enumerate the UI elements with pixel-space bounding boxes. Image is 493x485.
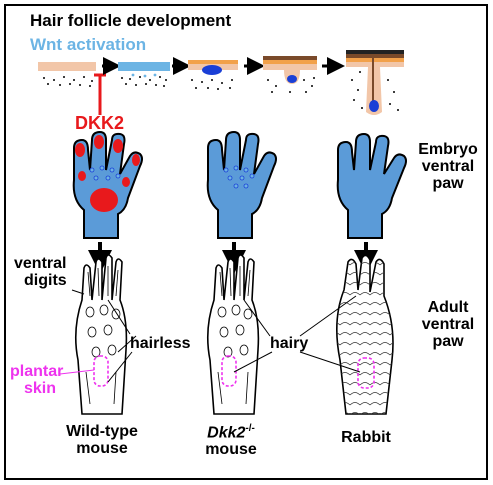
embryo-label-line3: paw [432,174,464,192]
wildtype-line2: mouse [76,439,128,457]
embryo-paw-wildtype [72,130,143,239]
adult-label-line1: Adult [427,299,469,316]
adult-paw-dkk2-knockout [206,254,273,415]
adult-paw-rabbit [299,254,394,415]
dkk2-line2: mouse [205,441,257,459]
wildtype-line1: Wild-type [66,423,138,440]
column-label-dkk2-knockout: Dkk2-/- mouse [176,423,286,459]
dkk2-gene-name: Dkk2 [207,424,246,442]
dkk2-label: DKK2 [75,113,125,133]
stage-4-germ [263,56,317,93]
stage-1-skin [38,62,96,87]
figure-title: Hair follicle development [30,11,232,30]
adult-ventral-paw-label: Adult ventral paw [410,299,486,350]
hairless-label: hairless [130,335,191,352]
stage-5-follicle [346,50,404,115]
wnt-activation-label: Wnt activation [30,35,147,54]
plantar-pointer [59,369,95,375]
adult-label-line2: ventral [421,315,475,333]
ventral-digits-line1: ventral [14,255,67,272]
stage-3-placode [188,60,238,90]
figure-frame [4,4,488,480]
column-label-wildtype: Wild-type mouse [40,423,164,458]
dkk2-superscript: -/- [245,423,255,434]
embryo-paw-rabbit [336,132,407,239]
column-label-rabbit: Rabbit [316,429,416,447]
plantar-skin-line2: skin [24,379,57,397]
rabbit-line1: Rabbit [341,429,391,446]
adult-paw-wildtype [71,254,137,415]
embryo-label-line1: Embryo [418,141,478,158]
hairless-pointer [107,351,133,383]
dkk2-inhibition [94,73,106,115]
embryo-ventral-paw-label: Embryo ventral paw [410,141,486,192]
ventral-digits-line2: digits [24,271,67,289]
plantar-skin-label: plantar skin [10,363,64,398]
embryo-paw-dkk2-knockout [206,130,277,239]
dkk2-line1: Dkk2-/- [176,423,286,442]
ventral-digits-label: ventral digits [14,255,67,290]
embryo-label-line2: ventral [421,157,475,175]
plantar-skin-line1: plantar [10,363,64,380]
adult-label-line3: paw [432,332,464,350]
stage-2-wnt-skin [118,62,170,87]
hairy-label: hairy [270,335,309,352]
